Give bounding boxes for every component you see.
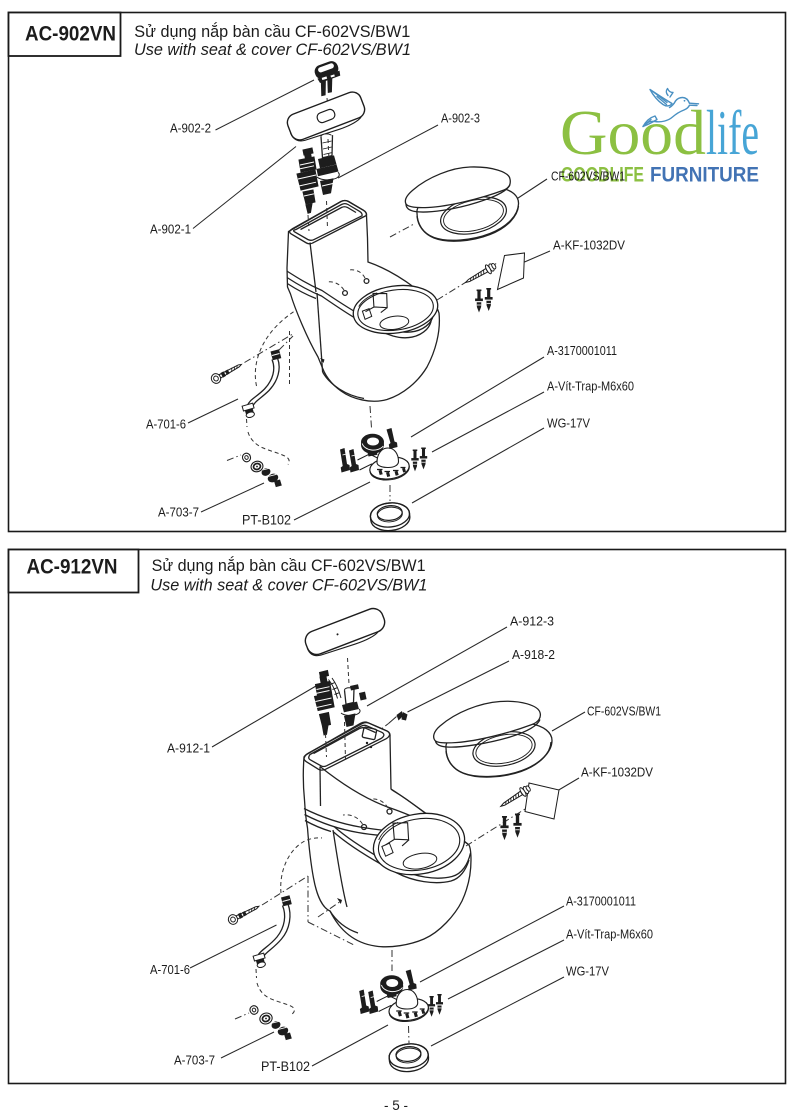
svg-text:A-703-7: A-703-7	[174, 1054, 215, 1068]
svg-text:A-701-6: A-701-6	[146, 418, 186, 432]
svg-text:AC-912VN: AC-912VN	[27, 555, 118, 579]
svg-text:A-912-1: A-912-1	[167, 742, 210, 756]
svg-text:A-KF-1032DV: A-KF-1032DV	[553, 239, 626, 253]
svg-text:A-3170001011: A-3170001011	[547, 344, 617, 358]
svg-text:Good: Good	[560, 97, 706, 168]
svg-text:Sử dụng nắp bàn cầu CF-602VS/B: Sử dụng nắp bàn cầu CF-602VS/BW1	[134, 22, 410, 41]
svg-text:AC-902VN: AC-902VN	[25, 22, 116, 46]
svg-text:Sử dụng nắp bàn cầu CF-602VS/B: Sử dụng nắp bàn cầu CF-602VS/BW1	[152, 556, 426, 575]
svg-text:A-701-6: A-701-6	[150, 963, 190, 977]
svg-text:A-902-1: A-902-1	[150, 223, 191, 237]
svg-text:Use with seat & cover CF-602VS: Use with seat & cover CF-602VS/BW1	[150, 576, 427, 595]
svg-text:PT-B102: PT-B102	[261, 1058, 310, 1074]
svg-text:WG-17V: WG-17V	[547, 417, 591, 431]
svg-text:FURNITURE: FURNITURE	[650, 163, 759, 187]
svg-text:A-902-2: A-902-2	[170, 122, 211, 136]
svg-text:A-902-3: A-902-3	[441, 112, 480, 126]
svg-text:GOODLIFE: GOODLIFE	[561, 163, 644, 187]
svg-text:- 5 -: - 5 -	[384, 1098, 408, 1113]
svg-text:A-703-7: A-703-7	[158, 506, 199, 520]
svg-text:Use with seat & cover CF-602VS: Use with seat & cover CF-602VS/BW1	[134, 40, 411, 59]
svg-text:PT-B102: PT-B102	[242, 512, 291, 528]
svg-text:CF-602VS/BW1: CF-602VS/BW1	[551, 170, 625, 184]
svg-text:CF-602VS/BW1: CF-602VS/BW1	[587, 705, 661, 719]
svg-text:A-Vít-Trap-M6x60: A-Vít-Trap-M6x60	[547, 380, 634, 394]
svg-text:A-3170001011: A-3170001011	[566, 895, 636, 909]
svg-text:A-Vít-Trap-M6x60: A-Vít-Trap-M6x60	[566, 928, 653, 942]
svg-text:A-KF-1032DV: A-KF-1032DV	[581, 766, 654, 780]
svg-text:WG-17V: WG-17V	[566, 965, 610, 979]
svg-text:A-918-2: A-918-2	[512, 648, 555, 662]
svg-text:life: life	[706, 97, 759, 168]
svg-text:A-912-3: A-912-3	[510, 615, 554, 629]
